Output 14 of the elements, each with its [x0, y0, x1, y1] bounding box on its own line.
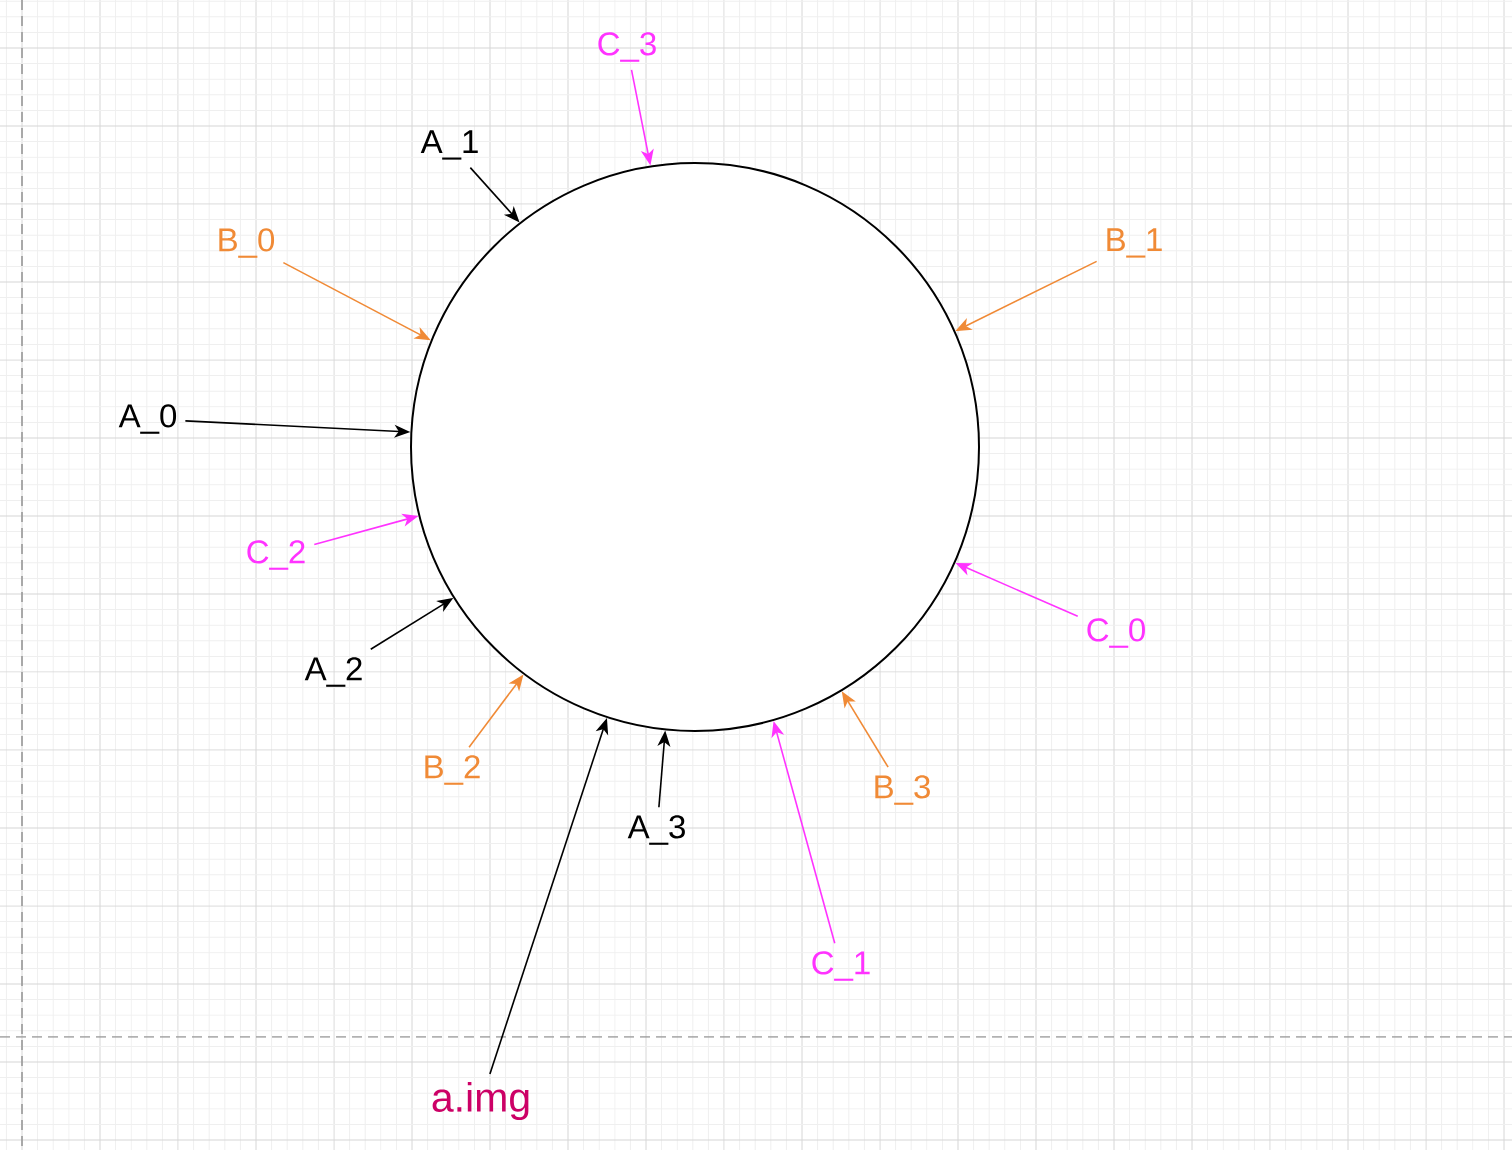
node-label: A_0	[118, 404, 177, 434]
node-label: C_0	[1087, 618, 1145, 648]
node-label: A_1	[420, 130, 478, 160]
node-label: C_1	[812, 951, 870, 981]
circle	[410, 162, 980, 732]
file-label: a.img	[432, 1081, 529, 1121]
node-label: A_2	[304, 657, 362, 687]
node-label: B_0	[219, 228, 275, 258]
node-label: B_3	[875, 775, 930, 805]
node-label: B_2	[425, 755, 480, 785]
node-label: B_1	[1107, 228, 1162, 258]
node-label: C_3	[598, 32, 656, 62]
node-label: A_3	[627, 815, 685, 845]
node-label: C_2	[247, 540, 305, 570]
